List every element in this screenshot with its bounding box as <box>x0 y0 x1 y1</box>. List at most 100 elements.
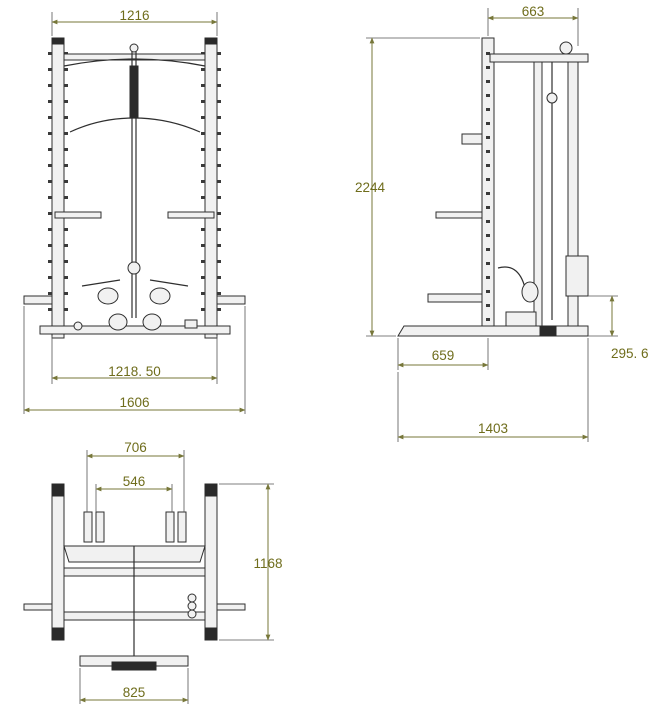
top-right-post-rear <box>204 627 218 641</box>
upright-hole <box>217 116 221 119</box>
dim-top-inner-span-label: 546 <box>123 474 146 489</box>
front-left-foot <box>23 295 53 305</box>
upright-hole-pattern <box>48 52 221 311</box>
side-safety-arm <box>427 293 483 303</box>
leg-holddown-pads <box>81 279 189 287</box>
top-right-rail <box>204 483 218 641</box>
upright-hole <box>64 292 68 295</box>
upright-hole <box>48 292 52 295</box>
top-left-foot <box>23 603 53 611</box>
upright-hole <box>64 180 68 183</box>
upright-hole <box>64 244 68 247</box>
upright-hole <box>48 212 52 215</box>
upright-hole <box>486 164 490 167</box>
upright-hole <box>64 100 68 103</box>
side-j-hook <box>435 211 483 219</box>
upright-hole <box>64 260 68 263</box>
upright-hole <box>486 80 490 83</box>
upright-hole <box>201 228 205 231</box>
upright-hole <box>201 292 205 295</box>
upright-hole <box>486 318 490 321</box>
upright-hole <box>217 276 221 279</box>
upright-hole <box>486 220 490 223</box>
upright-hole <box>486 192 490 195</box>
upright-hole <box>486 52 490 55</box>
upright-hole <box>217 228 221 231</box>
side-base-foot <box>539 325 557 337</box>
top-weight-disc-1 <box>187 593 197 603</box>
upright-hole <box>64 164 68 167</box>
upright-hole <box>48 132 52 135</box>
front-top-crossbar <box>63 53 206 61</box>
upright-hole <box>201 260 205 263</box>
upright-hole <box>217 308 221 311</box>
upright-hole <box>486 178 490 181</box>
dim-front-overall-width-label: 1606 <box>119 395 149 410</box>
upright-hole <box>486 290 490 293</box>
upright-hole <box>486 206 490 209</box>
top-pulley <box>129 43 139 53</box>
upright-hole <box>48 228 52 231</box>
top-weight-disc-3 <box>187 609 197 619</box>
upright-hole <box>217 84 221 87</box>
upright-hole <box>201 308 205 311</box>
right-peg-b <box>177 511 187 543</box>
upright-hole <box>48 52 52 55</box>
left-roller <box>97 287 119 305</box>
top-left-rail <box>51 483 65 641</box>
side-foot-bracket <box>505 311 537 327</box>
upright-hole <box>486 136 490 139</box>
upright-hole <box>217 260 221 263</box>
upright-hole <box>201 148 205 151</box>
top-weight-disc-2 <box>187 601 197 611</box>
dim-top-depth-label: 1168 <box>253 556 282 571</box>
front-right-foot <box>216 295 246 305</box>
upright-hole <box>486 66 490 69</box>
front-base <box>39 325 231 335</box>
right-roller <box>149 287 171 305</box>
upright-hole <box>48 100 52 103</box>
side-base <box>397 325 589 337</box>
top-left-post <box>51 483 65 497</box>
front-bracket <box>184 319 198 329</box>
leg-developer-arm <box>497 266 527 293</box>
side-top-arm <box>489 53 589 63</box>
dim-top-base-width-label: 825 <box>123 685 146 700</box>
top-base-seat <box>111 661 157 671</box>
upright-hole <box>217 164 221 167</box>
upright-hole <box>64 228 68 231</box>
upright-hole <box>217 244 221 247</box>
upright-hole <box>486 122 490 125</box>
left-peg-b <box>95 511 105 543</box>
upright-hole <box>48 196 52 199</box>
dim-side-overall-depth-label: 1403 <box>478 421 508 436</box>
upright-hole <box>64 68 68 71</box>
foot-plate-right <box>142 313 162 331</box>
upright-hole <box>64 276 68 279</box>
upright-hole <box>486 262 490 265</box>
front-left-j-hook <box>54 211 102 219</box>
upright-hole <box>217 148 221 151</box>
upright-hole <box>48 260 52 263</box>
upright-hole <box>201 244 205 247</box>
side-top-pulley <box>559 41 573 55</box>
upright-hole <box>201 164 205 167</box>
top-right-foot <box>216 603 246 611</box>
upright-hole <box>486 94 490 97</box>
upright-hole <box>48 116 52 119</box>
right-peg-a <box>165 511 175 543</box>
front-left-cap <box>51 37 65 45</box>
upright-hole <box>217 180 221 183</box>
foot-plate-left <box>108 313 128 331</box>
upright-hole <box>486 248 490 251</box>
upright-hole <box>48 276 52 279</box>
upright-hole <box>201 132 205 135</box>
upright-hole <box>201 276 205 279</box>
upright-hole <box>486 108 490 111</box>
weight-stack <box>565 255 589 297</box>
upright-hole <box>48 244 52 247</box>
upright-hole <box>486 150 490 153</box>
lat-pulldown-bar <box>69 117 201 133</box>
